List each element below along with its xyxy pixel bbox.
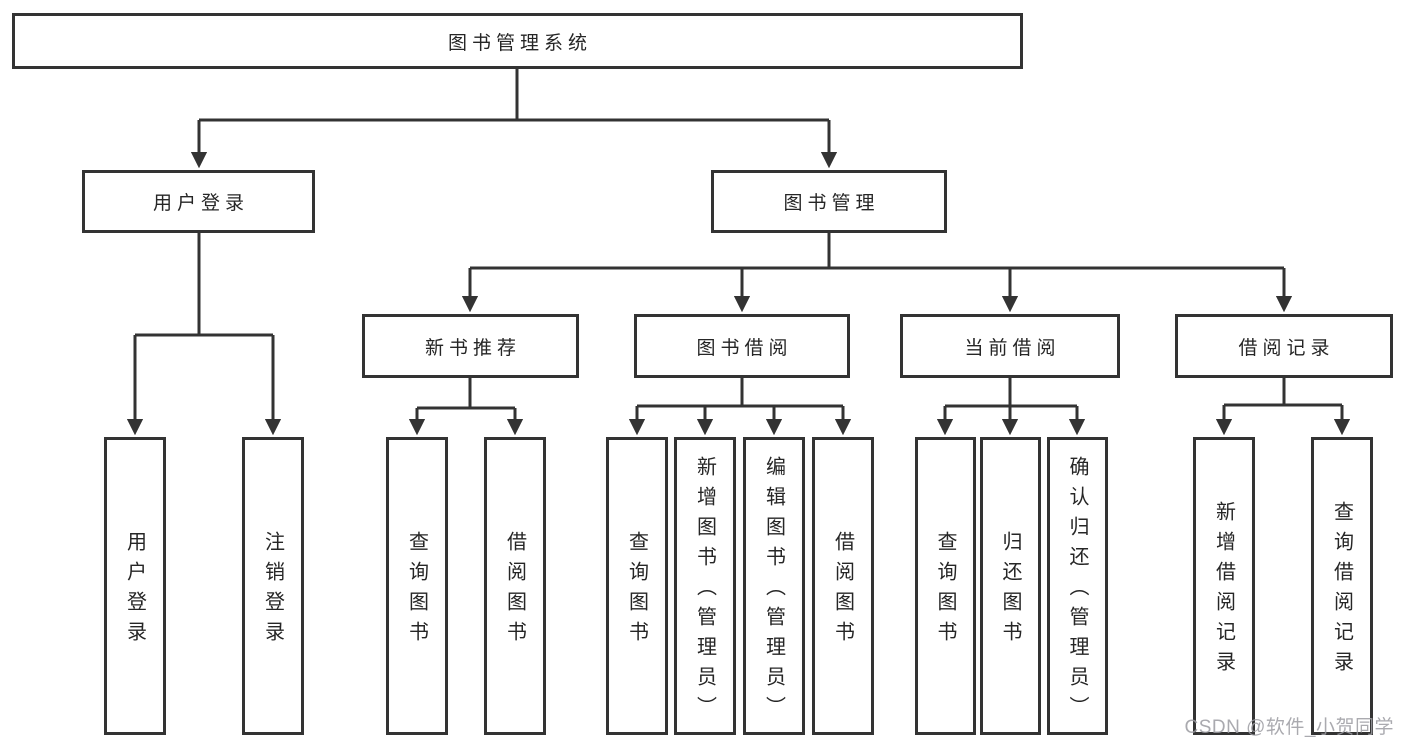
node-label: 新增借阅记录 bbox=[1212, 501, 1235, 681]
node-label: 确认归还（管理员） bbox=[1066, 456, 1088, 726]
leaf-edit-books-admin: 编辑图书（管理员） bbox=[743, 437, 805, 735]
node-label: 图书管理系统 bbox=[447, 32, 592, 54]
node-label: 编辑图书（管理员） bbox=[762, 456, 785, 726]
node-label: 借阅记录 bbox=[1238, 337, 1335, 359]
leaf-query-borrow-record: 查询借阅记录 bbox=[1311, 437, 1373, 735]
node-label: 借阅图书 bbox=[503, 531, 526, 651]
node-label: 借阅图书 bbox=[831, 531, 854, 651]
node-label: 查询图书 bbox=[405, 531, 428, 651]
leaf-user-login: 用户登录 bbox=[104, 437, 166, 735]
leaf-add-books-admin: 新增图书（管理员） bbox=[674, 437, 736, 735]
leaf-borrowing-query-books: 查询图书 bbox=[606, 437, 668, 735]
node-label: 图书借阅 bbox=[696, 337, 793, 359]
node-label: 图书管理 bbox=[783, 193, 880, 214]
node-new-book-recommend: 新书推荐 bbox=[362, 314, 579, 378]
leaf-recommend-borrow-books: 借阅图书 bbox=[484, 437, 546, 735]
node-current-borrowing: 当前借阅 bbox=[900, 314, 1120, 378]
leaf-current-query-books: 查询图书 bbox=[915, 437, 976, 735]
node-user-login: 用户登录 bbox=[82, 170, 315, 233]
csdn-watermark: CSDN @软件_小贺同学 bbox=[1184, 717, 1394, 738]
leaf-confirm-return-admin: 确认归还（管理员） bbox=[1047, 437, 1108, 735]
node-book-management: 图书管理 bbox=[711, 170, 947, 233]
node-borrowing-records: 借阅记录 bbox=[1175, 314, 1393, 378]
node-label: 归还图书 bbox=[999, 531, 1021, 651]
node-label: 查询图书 bbox=[625, 531, 648, 651]
leaf-logout-login: 注销登录 bbox=[242, 437, 304, 735]
node-label: 查询图书 bbox=[934, 531, 956, 651]
leaf-borrowing-borrow-books: 借阅图书 bbox=[812, 437, 874, 735]
node-book-borrowing: 图书借阅 bbox=[634, 314, 850, 378]
node-label: 注销登录 bbox=[261, 531, 284, 651]
node-label: 查询借阅记录 bbox=[1330, 501, 1353, 681]
node-label: 当前借阅 bbox=[964, 337, 1061, 359]
node-label: 用户登录 bbox=[123, 531, 146, 651]
leaf-recommend-query-books: 查询图书 bbox=[386, 437, 448, 735]
node-label: 新增图书（管理员） bbox=[693, 456, 716, 726]
leaf-return-books: 归还图书 bbox=[980, 437, 1041, 735]
node-label: 用户登录 bbox=[152, 193, 249, 214]
node-label: 新书推荐 bbox=[424, 337, 521, 359]
node-root: 图书管理系统 bbox=[12, 13, 1023, 69]
leaf-add-borrow-record: 新增借阅记录 bbox=[1193, 437, 1255, 735]
